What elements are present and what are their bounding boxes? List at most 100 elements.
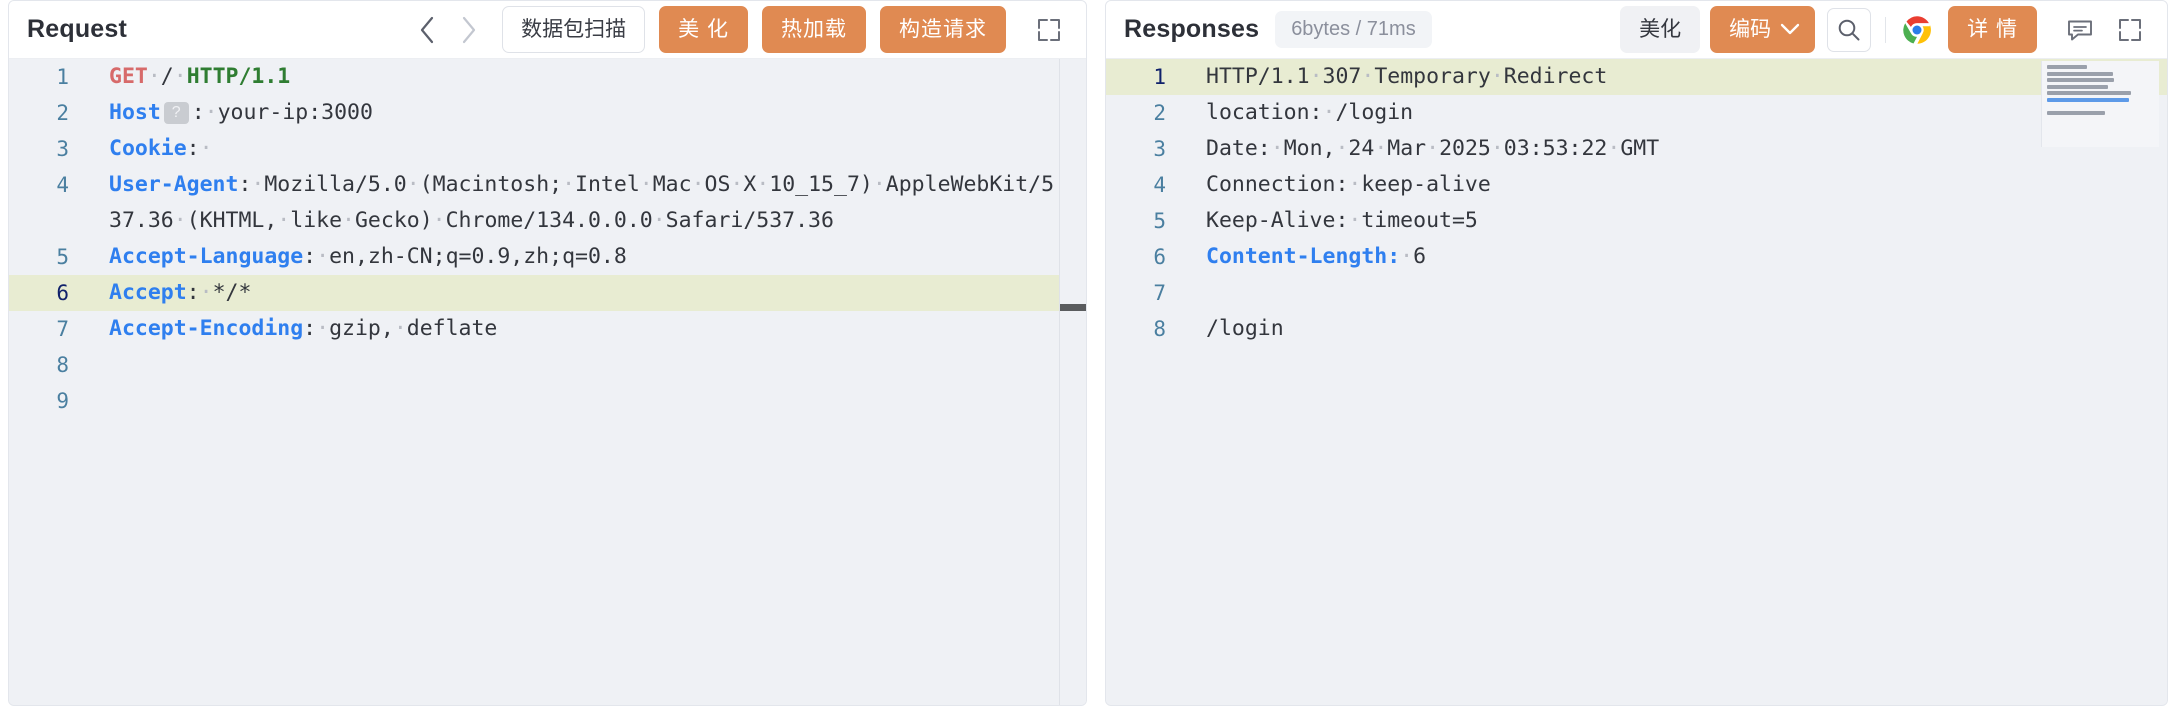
request-line[interactable]: 8 <box>9 347 1086 383</box>
code-token: Safari/537.36 <box>666 208 834 233</box>
code-token: 10_15_7) <box>769 172 873 197</box>
response-code-area[interactable]: 1HTTP/1.1·307·Temporary·Redirect2locatio… <box>1106 59 2167 347</box>
code-token: · <box>1348 208 1361 233</box>
request-line[interactable]: 2Host?:·your-ip:3000 <box>9 95 1086 131</box>
code-token: · <box>148 64 161 89</box>
request-line-number: 5 <box>9 239 87 275</box>
code-token: Mozilla/5.0 <box>264 172 406 197</box>
search-icon[interactable] <box>1827 8 1871 52</box>
code-token: · <box>174 208 187 233</box>
response-line-content[interactable]: Content-Length:·6 <box>1184 239 2167 275</box>
response-line-number: 7 <box>1106 275 1184 311</box>
chevron-left-icon[interactable] <box>412 13 442 47</box>
request-editor[interactable]: 1GET·/·HTTP/1.12Host?:·your-ip:30003Cook… <box>9 59 1086 705</box>
request-line-content[interactable]: Accept:·*/* <box>87 275 1086 311</box>
response-line-number: 8 <box>1106 311 1184 347</box>
request-line[interactable]: 9 <box>9 383 1086 419</box>
chevron-right-icon[interactable] <box>454 13 484 47</box>
code-token: Content-Length: <box>1206 244 1400 269</box>
code-token: · <box>653 208 666 233</box>
request-line[interactable]: 7Accept-Encoding:·gzip,·deflate <box>9 311 1086 347</box>
beautify-button[interactable]: 美 化 <box>659 6 748 53</box>
code-token: 24 <box>1348 136 1374 161</box>
code-token: Temporary <box>1374 64 1491 89</box>
code-token: your-ip:3000 <box>218 100 373 125</box>
response-line-content[interactable]: HTTP/1.1·307·Temporary·Redirect <box>1184 59 2167 95</box>
request-toolbar: Request 数据包扫描 美 化 热加载 构造请求 <box>9 1 1086 59</box>
code-token: Mar <box>1387 136 1426 161</box>
response-panel: Responses 6bytes / 71ms 美化 编码 <box>1105 0 2168 706</box>
code-token: Keep-Alive: <box>1206 208 1348 233</box>
code-token: · <box>174 64 187 89</box>
detail-button[interactable]: 详 情 <box>1948 6 2037 53</box>
code-token: · <box>562 172 575 197</box>
response-line[interactable]: 1HTTP/1.1·307·Temporary·Redirect <box>1106 59 2167 95</box>
response-line-number: 1 <box>1106 59 1184 95</box>
code-token: Accept-Language <box>109 244 303 269</box>
expand-icon[interactable] <box>1028 9 1070 51</box>
encoding-label: 编码 <box>1729 16 1771 43</box>
response-minimap[interactable] <box>2041 61 2159 147</box>
encoding-dropdown-button[interactable]: 编码 <box>1710 6 1815 53</box>
code-token: · <box>1400 244 1413 269</box>
code-token: : <box>303 244 316 269</box>
code-token: · <box>277 208 290 233</box>
minimap-line <box>2047 65 2087 69</box>
response-line-content[interactable]: Connection:·keep-alive <box>1184 167 2167 203</box>
response-line-content[interactable]: Keep-Alive:·timeout=5 <box>1184 203 2167 239</box>
response-panel-title: Responses <box>1124 15 1259 44</box>
response-line-content[interactable] <box>1184 275 2167 311</box>
build-request-button[interactable]: 构造请求 <box>880 6 1006 53</box>
request-line[interactable]: 5Accept-Language:·en,zh-CN;q=0.9,zh;q=0.… <box>9 239 1086 275</box>
code-token: · <box>1348 172 1361 197</box>
response-line[interactable]: 5Keep-Alive:·timeout=5 <box>1106 203 2167 239</box>
response-line-number: 4 <box>1106 167 1184 203</box>
code-token: Connection: <box>1206 172 1348 197</box>
code-token: · <box>316 316 329 341</box>
response-line-content[interactable]: location:·/login <box>1184 95 2167 131</box>
code-token: · <box>342 208 355 233</box>
chrome-icon[interactable] <box>1902 15 1932 45</box>
request-line-content[interactable]: Host?:·your-ip:3000 <box>87 95 1086 131</box>
code-token: location: <box>1206 100 1323 125</box>
host-help-badge[interactable]: ? <box>164 102 189 124</box>
response-editor[interactable]: 1HTTP/1.1·307·Temporary·Redirect2locatio… <box>1106 59 2167 705</box>
code-token: (KHTML, <box>187 208 278 233</box>
response-line-content[interactable]: /login <box>1184 311 2167 347</box>
packet-scan-button[interactable]: 数据包扫描 <box>502 6 645 53</box>
code-token: · <box>407 172 420 197</box>
code-token: X <box>743 172 756 197</box>
expand-icon[interactable] <box>2109 9 2151 51</box>
response-line[interactable]: 6Content-Length:·6 <box>1106 239 2167 275</box>
response-line[interactable]: 7 <box>1106 275 2167 311</box>
request-line-content[interactable]: Accept-Language:·en,zh-CN;q=0.9,zh;q=0.8 <box>87 239 1086 275</box>
request-line[interactable]: 4User-Agent:·Mozilla/5.0·(Macintosh;·Int… <box>9 167 1086 239</box>
request-line[interactable]: 3Cookie:· <box>9 131 1086 167</box>
code-token: · <box>1491 136 1504 161</box>
response-line[interactable]: 3Date:·Mon,·24·Mar·2025·03:53:22·GMT <box>1106 131 2167 167</box>
request-line-content[interactable]: Accept-Encoding:·gzip,·deflate <box>87 311 1086 347</box>
request-panel-title: Request <box>27 15 127 44</box>
response-line-content[interactable]: Date:·Mon,·24·Mar·2025·03:53:22·GMT <box>1184 131 2167 167</box>
hot-reload-button[interactable]: 热加载 <box>762 6 866 53</box>
request-line-content[interactable] <box>87 383 1086 419</box>
request-line-content[interactable]: User-Agent:·Mozilla/5.0·(Macintosh;·Inte… <box>87 167 1086 239</box>
code-token: 03:53:22 <box>1504 136 1608 161</box>
code-token: */* <box>213 280 252 305</box>
code-token: GET <box>109 64 148 89</box>
request-line[interactable]: 6Accept:·*/* <box>9 275 1086 311</box>
request-line-content[interactable]: Cookie:· <box>87 131 1086 167</box>
response-line[interactable]: 8/login <box>1106 311 2167 347</box>
request-scrollbar-thumb[interactable] <box>1060 304 1086 311</box>
response-toolbar: Responses 6bytes / 71ms 美化 编码 <box>1106 1 2167 59</box>
code-token: · <box>200 280 213 305</box>
response-line[interactable]: 2location:·/login <box>1106 95 2167 131</box>
request-overview-ruler[interactable] <box>1059 59 1086 705</box>
request-line-content[interactable] <box>87 347 1086 383</box>
response-beautify-button[interactable]: 美化 <box>1620 6 1700 53</box>
response-line[interactable]: 4Connection:·keep-alive <box>1106 167 2167 203</box>
request-line[interactable]: 1GET·/·HTTP/1.1 <box>9 59 1086 95</box>
comment-icon[interactable] <box>2059 9 2101 51</box>
request-code-area[interactable]: 1GET·/·HTTP/1.12Host?:·your-ip:30003Cook… <box>9 59 1086 419</box>
request-line-content[interactable]: GET·/·HTTP/1.1 <box>87 59 1086 95</box>
